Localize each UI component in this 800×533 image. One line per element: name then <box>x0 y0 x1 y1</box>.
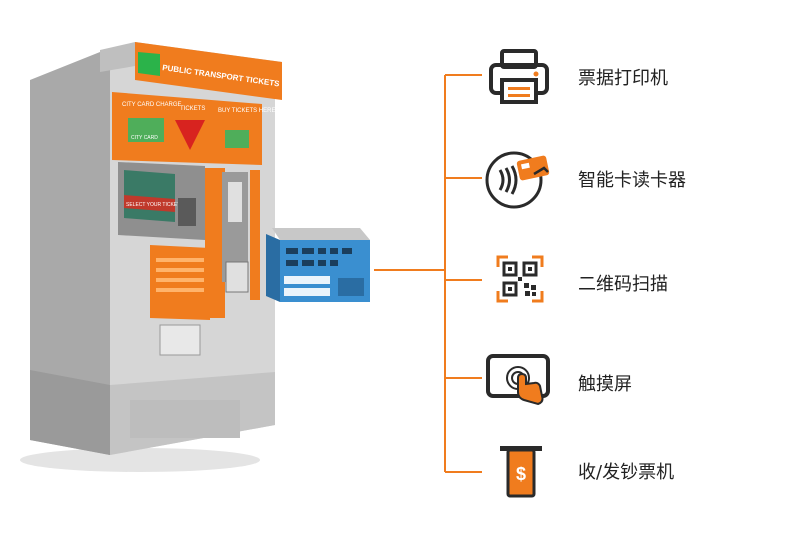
feature-label-card-reader: 智能卡读卡器 <box>578 170 686 191</box>
smart-card-reader-icon <box>485 151 550 209</box>
qr-code-scanner-icon <box>496 255 544 303</box>
panel-buy-label: BUY TICKETS HERE <box>218 108 275 114</box>
panel-tickets-label: TICKETS <box>180 106 205 112</box>
printer-icon <box>489 49 549 104</box>
cash-dispenser-icon: $ <box>500 446 542 498</box>
touchscreen-icon <box>486 354 550 406</box>
feature-label-touchscreen: 触摸屏 <box>578 374 632 395</box>
embedded-computer-illustration <box>266 228 370 302</box>
feature-label-cash-dispenser: 收/发钞票机 <box>578 462 675 483</box>
screen-text: SELECT YOUR TICKET <box>126 202 180 208</box>
panel-city-card-label: CITY CARD CHARGE <box>122 102 182 108</box>
feature-label-printer: 票据打印机 <box>578 68 668 89</box>
feature-label-qr-scanner: 二维码扫描 <box>578 274 668 295</box>
card-label: CITY CARD <box>131 135 158 141</box>
svg-text:$: $ <box>516 464 526 484</box>
